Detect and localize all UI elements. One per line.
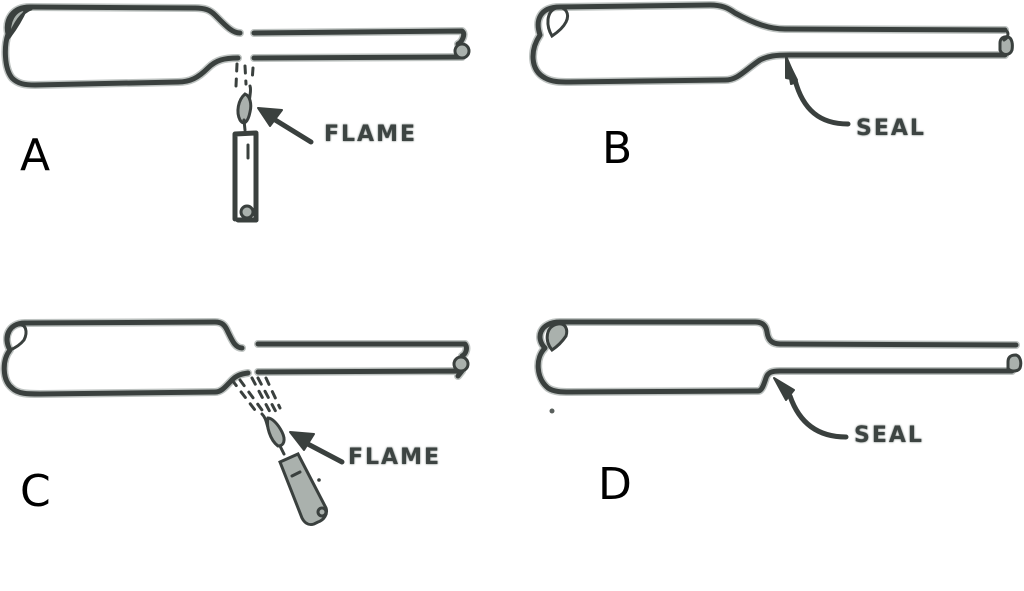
speck-dot: [549, 408, 555, 414]
flame-arrow-c-icon: [289, 431, 345, 465]
callout-flame-c: FLAME: [348, 445, 441, 470]
candle-c-icon: [278, 452, 328, 526]
tube-d-icon: [534, 318, 1023, 396]
candle-a-icon: [232, 130, 259, 223]
panel-a-drawing: [1, 3, 471, 223]
flame-c-icon: [266, 416, 286, 456]
panel-label-a: A: [20, 130, 51, 181]
panel-label-b: B: [602, 123, 633, 174]
callout-seal-b: SEAL: [856, 116, 926, 141]
callout-flame-a: FLAME: [324, 122, 417, 147]
flame-arrow-a-icon: [257, 107, 314, 145]
flame-a-icon: [236, 92, 253, 132]
panel-label-c: C: [20, 466, 51, 517]
panel-d-drawing: [534, 318, 1023, 440]
tube-a-icon: [1, 3, 471, 89]
panel-label-d: D: [598, 459, 632, 510]
tube-c-icon: [0, 318, 471, 398]
tube-b-icon: [529, 1, 1014, 86]
panel-b-drawing: [529, 1, 1014, 127]
seal-arrow-b-icon: [785, 55, 851, 127]
seal-arrow-d-icon: [773, 377, 849, 440]
panel-c-drawing: [0, 318, 471, 526]
callout-seal-d: SEAL: [854, 423, 924, 448]
